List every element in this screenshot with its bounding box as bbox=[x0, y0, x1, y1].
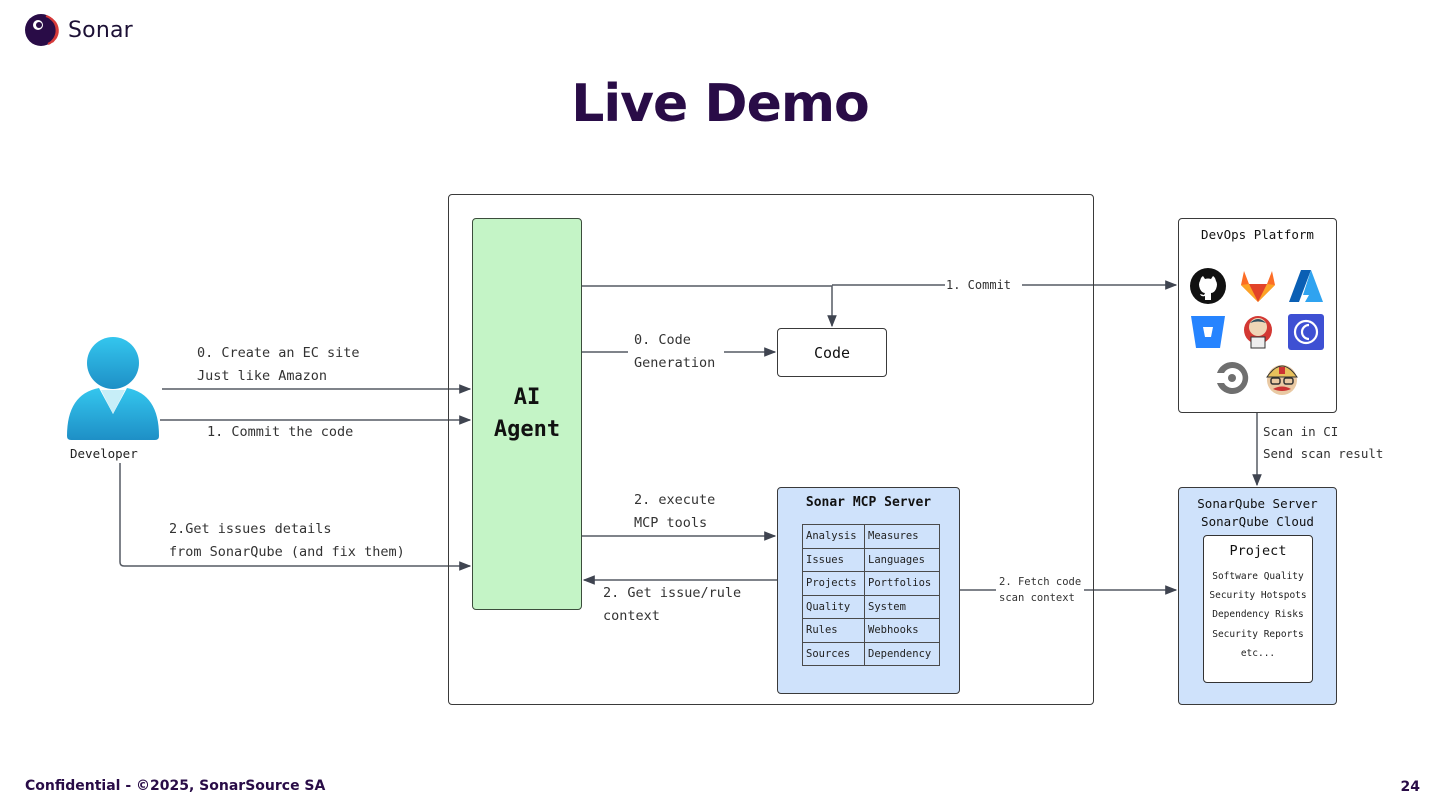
tool-cell: Analysis bbox=[802, 524, 865, 549]
edge-label-commit-code: 1. Commit the code bbox=[207, 424, 354, 440]
code-label: Code bbox=[813, 343, 851, 362]
page-number: 24 bbox=[1400, 779, 1420, 795]
logo-text: Sonar bbox=[68, 17, 133, 43]
edge-label-commit: 1. Commit bbox=[946, 278, 1012, 292]
code-node: Code bbox=[777, 328, 887, 377]
developer-label: Developer bbox=[70, 446, 138, 461]
tool-cell: System bbox=[864, 594, 940, 619]
edge-label-line: Scan in CI bbox=[1263, 424, 1339, 439]
project-feature: Software Quality bbox=[1212, 571, 1304, 582]
devops-platform-node: DevOps Platform bbox=[1178, 218, 1337, 413]
travis-ci-icon bbox=[1266, 365, 1298, 395]
page-title: Live Demo bbox=[571, 74, 870, 134]
tool-cell: Languages bbox=[864, 547, 940, 572]
bitbucket-icon bbox=[1191, 316, 1225, 348]
edge-label-execute: 2. execute MCP tools bbox=[634, 489, 715, 535]
edge-label-fetch: 2. Fetch code scan context bbox=[999, 574, 1081, 606]
edge-label-line: 0. Create an EC site bbox=[197, 345, 360, 361]
agent-environment-container bbox=[448, 194, 1094, 705]
project-feature: Security Reports bbox=[1212, 628, 1304, 640]
sonarqube-title: SonarQube Server SonarQube Cloud bbox=[1197, 496, 1318, 529]
ai-agent-label: AI Agent bbox=[493, 385, 561, 442]
azure-devops-icon bbox=[1289, 270, 1323, 302]
tool-cell: Quality bbox=[802, 594, 865, 619]
tool-cell: Projects bbox=[802, 571, 865, 596]
edge-label-get-issues: 2.Get issues details from SonarQube (and… bbox=[169, 518, 405, 564]
tool-cell: Sources bbox=[802, 641, 865, 666]
sonarqube-node: SonarQube Server SonarQube Cloud Project… bbox=[1178, 487, 1337, 705]
tool-cell: Portfolios bbox=[864, 571, 940, 596]
codemagic-icon bbox=[1288, 314, 1324, 350]
github-icon bbox=[1190, 268, 1226, 304]
edge-label-line: MCP tools bbox=[634, 515, 708, 531]
person-icon bbox=[67, 337, 159, 440]
edge-label-line: 2. execute bbox=[634, 492, 716, 508]
circleci-icon bbox=[1217, 361, 1249, 394]
jenkins-icon bbox=[1244, 316, 1272, 349]
project-node: Project Software Quality Security Hotspo… bbox=[1203, 535, 1313, 683]
edge-label-line: scan context bbox=[999, 592, 1075, 604]
ai-agent-node: AI Agent bbox=[472, 218, 582, 610]
tool-cell: Measures bbox=[864, 524, 940, 549]
project-feature: etc... bbox=[1240, 647, 1276, 659]
sonar-logo-icon bbox=[25, 14, 59, 46]
edge-label-line: 2. Get issue/rule bbox=[603, 585, 742, 601]
tool-cell: Issues bbox=[802, 547, 865, 572]
edge-label-line: Generation bbox=[634, 355, 716, 371]
tool-cell: Dependency bbox=[864, 641, 940, 666]
tool-cell: Rules bbox=[802, 618, 865, 643]
project-feature-list: Software Quality Security Hotspots Depen… bbox=[1204, 567, 1312, 663]
edge-label-line: from SonarQube (and fix them) bbox=[169, 544, 405, 560]
mcp-server-title: Sonar MCP Server bbox=[805, 495, 932, 510]
sonar-logo: Sonar bbox=[24, 12, 133, 48]
edge-label-code-gen: 0. Code Generation bbox=[634, 329, 715, 375]
edge-get-issues bbox=[119, 463, 472, 571]
devops-platform-title: DevOps Platform bbox=[1201, 227, 1314, 242]
tool-cell: Webhooks bbox=[864, 618, 940, 643]
edge-label-scan: Scan in CI Send scan result bbox=[1263, 421, 1383, 465]
edge-label-create-site: 0. Create an EC site Just like Amazon bbox=[197, 342, 360, 388]
project-feature: Dependency Risks bbox=[1212, 609, 1304, 621]
developer-actor bbox=[65, 336, 163, 446]
edge-label-line: context bbox=[603, 608, 660, 624]
edge-label-line: Just like Amazon bbox=[197, 368, 328, 384]
gitlab-icon bbox=[1241, 271, 1275, 302]
edge-label-line: 2.Get issues details bbox=[169, 521, 332, 537]
edge-commit-top bbox=[582, 285, 837, 328]
project-title: Project bbox=[1229, 543, 1287, 559]
edge-label-line: Send scan result bbox=[1263, 446, 1384, 461]
edge-label-line: 2. Fetch code bbox=[999, 576, 1082, 588]
project-feature: Security Hotspots bbox=[1209, 590, 1307, 602]
edge-label-get-context: 2. Get issue/rule context bbox=[603, 582, 741, 628]
confidential-notice: Confidential - ©2025, SonarSource SA bbox=[25, 778, 326, 794]
edge-label-line: 0. Code bbox=[634, 332, 691, 348]
